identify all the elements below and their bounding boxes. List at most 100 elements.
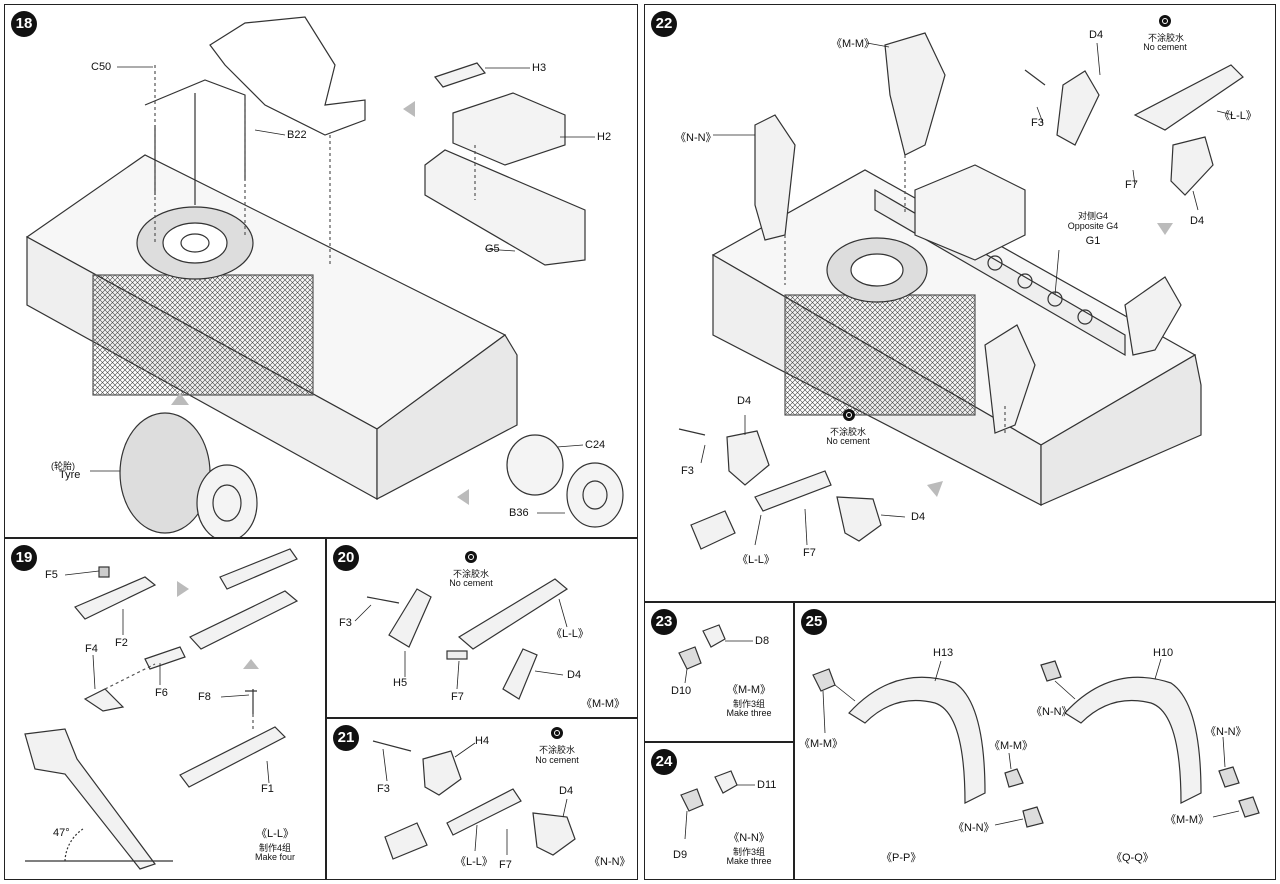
label-c24: C24 xyxy=(585,439,606,451)
label-nn-left2: 《N-N》 xyxy=(1031,706,1073,718)
label-f7: F7 xyxy=(451,691,464,703)
label-c50: C50 xyxy=(91,61,112,73)
count-cn: 制作3组 xyxy=(732,699,765,709)
label-f6: F6 xyxy=(155,687,168,699)
label-f3: F3 xyxy=(377,783,390,795)
label-ll: 《L-L》 xyxy=(551,628,589,640)
label-f3: F3 xyxy=(339,617,352,629)
label-ll-top: 《L-L》 xyxy=(1219,110,1257,122)
step-18-panel: 18 xyxy=(4,4,638,538)
label-tyre: Tyre xyxy=(59,469,81,481)
label-h5: H5 xyxy=(393,677,408,689)
no-cement-icon xyxy=(843,409,855,421)
step-25-drawing xyxy=(812,658,1260,828)
label-f3-bottom: F3 xyxy=(681,465,694,477)
step-19-drawing xyxy=(24,548,299,870)
count-label: Make four xyxy=(254,852,296,862)
label-nn-right: 《N-N》 xyxy=(1205,726,1247,738)
no-cement-label: No cement xyxy=(1143,42,1187,52)
label-f7: F7 xyxy=(499,859,512,871)
label-ll: 《L-L》 xyxy=(455,856,493,868)
step-21-panel: 21 H4 不涂胶水 No cement F3 D4 《L-L》 F7 《N-N… xyxy=(326,718,638,880)
label-d4: D4 xyxy=(567,669,582,681)
step-18-drawing xyxy=(25,16,624,537)
label-h2: H2 xyxy=(597,131,612,143)
label-nn: 《N-N》 xyxy=(589,856,631,868)
step-number: 24 xyxy=(651,749,677,775)
no-cement-label: No cement xyxy=(449,578,493,588)
label-h10: H10 xyxy=(1153,647,1174,659)
label-qq: 《Q-Q》 xyxy=(1111,852,1154,864)
count-cn: 制作3组 xyxy=(732,847,765,857)
label-d4-right: D4 xyxy=(1190,215,1205,227)
step-20-panel: 20 不涂胶水 No cement F3 H5 F7 《L-L》 D4 《M-M… xyxy=(326,538,638,718)
label-g4-cn: 对侧G4 xyxy=(1077,211,1108,221)
label-nn-mid: 《N-N》 xyxy=(953,822,995,834)
no-cement-cn: 不涂胶水 xyxy=(538,745,575,755)
label-d4-bottom: D4 xyxy=(911,511,926,523)
no-cement-icon xyxy=(1159,15,1171,27)
count-label: Make three xyxy=(726,856,772,866)
label-h4: H4 xyxy=(475,735,490,747)
label-d8: D8 xyxy=(755,635,770,647)
label-b36: B36 xyxy=(509,507,529,519)
label-d9: D9 xyxy=(673,849,688,861)
label-tyre-cn: (轮胎) xyxy=(51,461,75,471)
no-cement-cn: 不涂胶水 xyxy=(829,427,866,437)
label-d4-left: D4 xyxy=(737,395,752,407)
sub-assembly-label: 《L-L》 xyxy=(256,828,294,840)
label-d11: D11 xyxy=(757,779,777,791)
no-cement-icon xyxy=(551,727,563,739)
step-25-panel: 25 H13 《 xyxy=(794,602,1276,880)
label-f4: F4 xyxy=(85,643,98,655)
label-f2: F2 xyxy=(115,637,128,649)
no-cement-icon xyxy=(465,551,477,563)
label-h13: H13 xyxy=(933,647,954,659)
count-label: Make three xyxy=(726,708,772,718)
no-cement-label: No cement xyxy=(535,755,579,765)
step-number: 21 xyxy=(333,725,359,751)
label-angle: 47° xyxy=(53,827,70,839)
label-nn: 《N-N》 xyxy=(675,132,717,144)
step-23-drawing xyxy=(678,624,753,684)
step-number: 22 xyxy=(651,11,677,37)
step-24-drawing xyxy=(680,770,755,840)
no-cement-cn: 不涂胶水 xyxy=(1147,33,1184,43)
step-22-panel: 22 xyxy=(644,4,1276,602)
label-pp: 《P-P》 xyxy=(881,852,922,864)
step-number: 19 xyxy=(11,545,37,571)
count-cn: 制作4组 xyxy=(258,843,291,853)
step-21-drawing xyxy=(372,740,576,860)
no-cement-label: No cement xyxy=(826,436,870,446)
step-number: 20 xyxy=(333,545,359,571)
step-number: 25 xyxy=(801,609,827,635)
label-mm: 《M-M》 xyxy=(581,698,625,710)
step-23-panel: 23 D8 D10 《M-M》 制作3组 Make three xyxy=(644,602,794,742)
step-20-drawing xyxy=(354,578,569,700)
step-number: 18 xyxy=(11,11,37,37)
label-mm-right: 《M-M》 xyxy=(1165,814,1209,826)
label-f5: F5 xyxy=(45,569,58,581)
sub-assembly-label: 《M-M》 xyxy=(727,684,771,696)
step-24-panel: 24 D11 D9 《N-N》 制作3组 Make three xyxy=(644,742,794,880)
label-f1: F1 xyxy=(261,783,274,795)
label-g1: G1 xyxy=(1085,235,1101,247)
step-19-panel: 19 xyxy=(4,538,326,880)
no-cement-cn: 不涂胶水 xyxy=(452,569,489,579)
label-h3: H3 xyxy=(532,62,547,74)
step-number: 23 xyxy=(651,609,677,635)
label-f3-top: F3 xyxy=(1031,117,1044,129)
label-mm: 《M-M》 xyxy=(831,38,875,50)
label-d4: D4 xyxy=(559,785,574,797)
label-b22: B22 xyxy=(287,129,307,141)
label-g5: G5 xyxy=(485,243,500,255)
step-22-drawing xyxy=(678,32,1244,550)
sub-assembly-label: 《N-N》 xyxy=(728,832,770,844)
label-f7-top: F7 xyxy=(1125,179,1138,191)
label-d4-top: D4 xyxy=(1089,29,1104,41)
label-d10: D10 xyxy=(671,685,692,697)
label-f7-bottom: F7 xyxy=(803,547,816,559)
label-g4: Opposite G4 xyxy=(1067,221,1119,231)
label-f8: F8 xyxy=(198,691,211,703)
label-mm-mid: 《M-M》 xyxy=(989,740,1033,752)
